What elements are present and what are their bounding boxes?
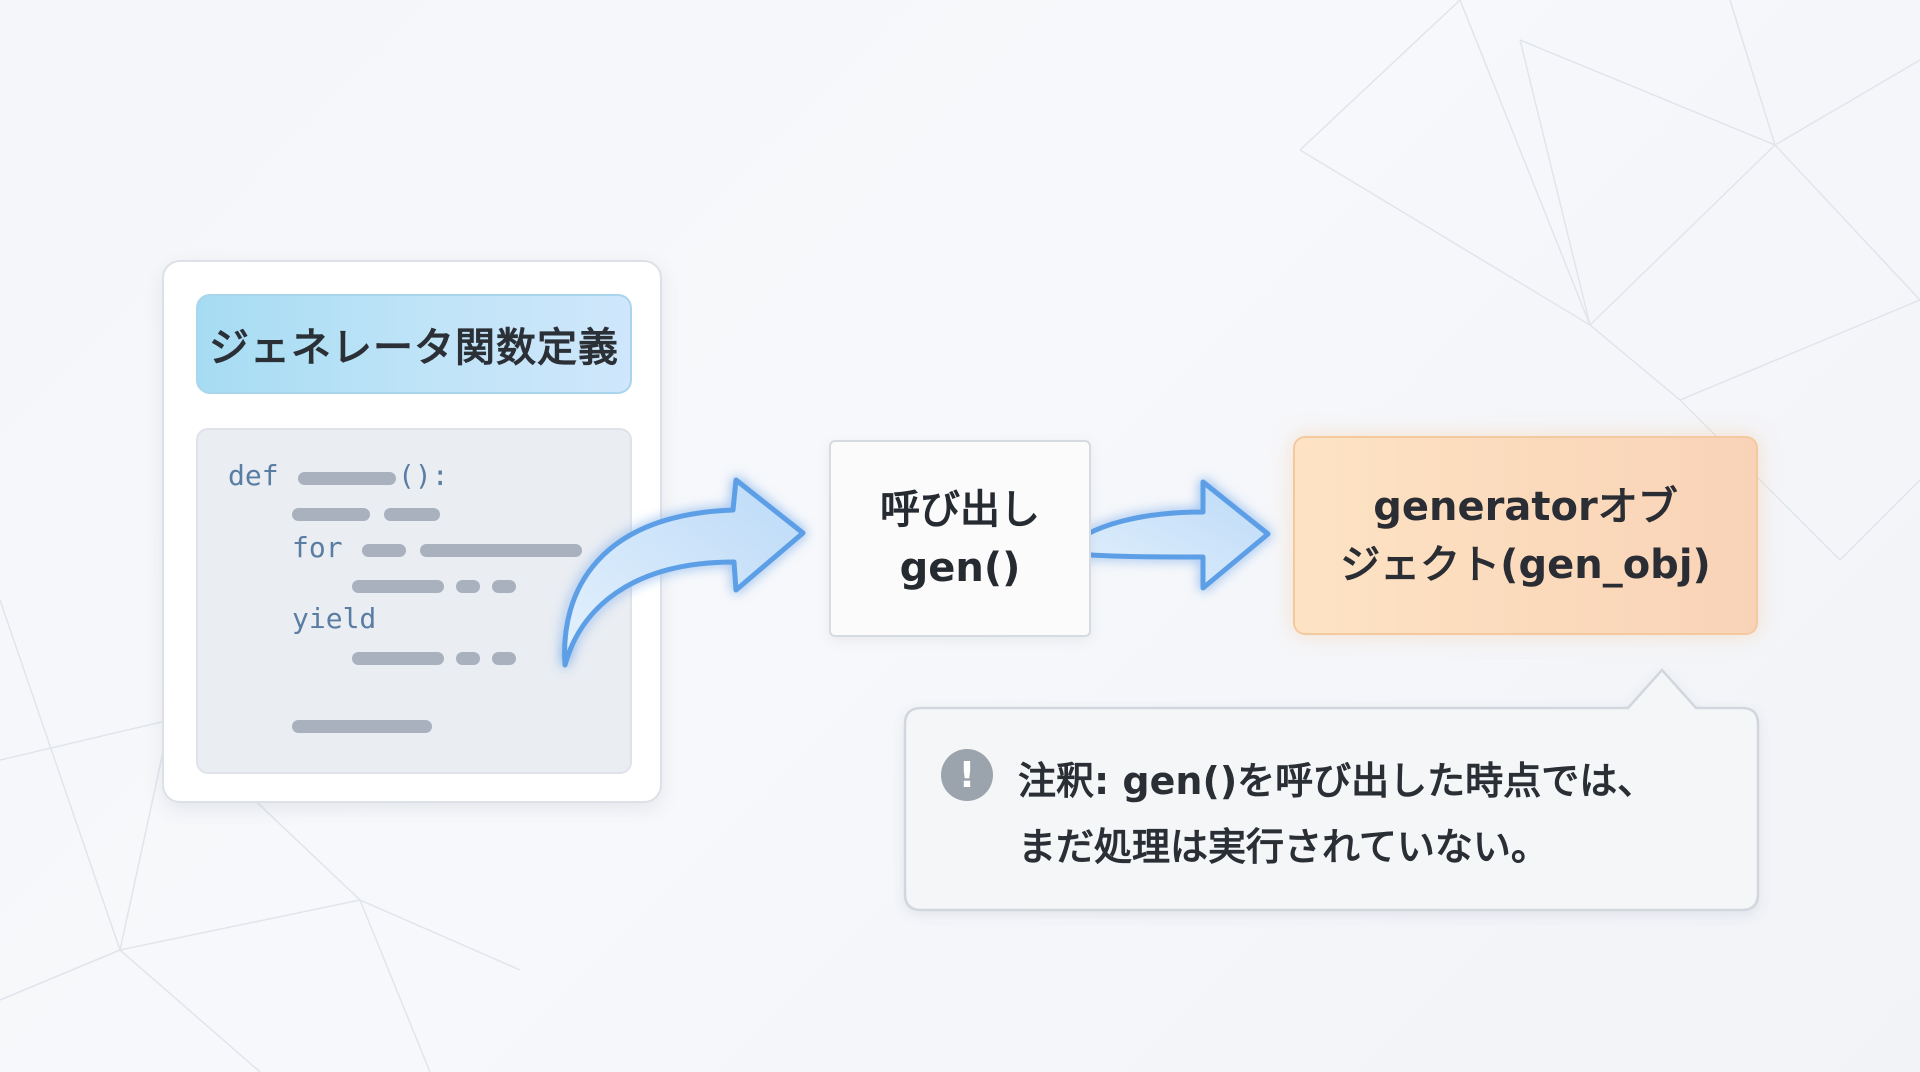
code-placeholder: [292, 720, 432, 733]
exclamation-icon: !: [941, 749, 993, 801]
code-placeholder: [456, 580, 480, 593]
code-placeholder-function-name: [298, 472, 396, 485]
code-keyword-for: for: [292, 531, 343, 564]
note-text-line1: 注釈: gen()を呼び出した時点では、: [1018, 759, 1656, 803]
code-placeholder: [352, 652, 444, 665]
call-label-line2: gen(): [899, 544, 1021, 591]
code-placeholder: [456, 652, 480, 665]
code-placeholder: [352, 580, 444, 593]
generator-object-label-line1: generatorオブ: [1373, 483, 1678, 530]
generator-object-node: generatorオブ ジェクト(gen_obj): [1293, 436, 1758, 635]
code-snippet: def (): for yield: [196, 428, 632, 774]
note-text-line2: まだ処理は実行されていない。: [1018, 825, 1549, 869]
code-placeholder: [492, 580, 516, 593]
call-label-line1: 呼び出し: [880, 486, 1040, 533]
code-placeholder: [292, 508, 370, 521]
definition-header: ジェネレータ関数定義: [196, 294, 632, 394]
code-keyword-def: def: [228, 459, 279, 492]
code-placeholder: [384, 508, 440, 521]
generator-object-label-line2: ジェクト(gen_obj): [1340, 541, 1711, 588]
code-placeholder: [492, 652, 516, 665]
code-params: ():: [398, 459, 449, 492]
code-keyword-yield: yield: [292, 602, 377, 635]
code-placeholder: [420, 544, 582, 557]
code-placeholder: [362, 544, 406, 557]
definition-title: ジェネレータ関数定義: [209, 325, 619, 371]
call-gen-node: 呼び出し gen(): [829, 440, 1091, 637]
